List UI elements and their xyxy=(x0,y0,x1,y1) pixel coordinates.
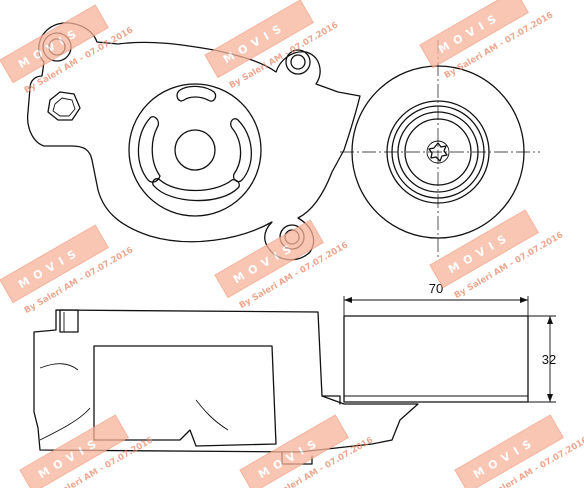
watermark-box xyxy=(214,219,324,299)
mount-hole-top-right-inner xyxy=(290,54,306,70)
watermark-box xyxy=(419,0,529,69)
watermark-box xyxy=(0,224,109,304)
tensioner-side-body xyxy=(33,309,419,453)
inner-break-line-2 xyxy=(39,363,79,371)
shoulder xyxy=(321,395,341,405)
arc-slot-right xyxy=(230,118,253,183)
arrow-bottom xyxy=(547,394,553,402)
pivot-shaft xyxy=(174,129,216,171)
hex-bolt xyxy=(47,91,81,121)
watermark-box xyxy=(0,4,109,84)
arrow-left xyxy=(344,297,352,303)
watermark-box xyxy=(239,414,349,488)
arc-slot-bottom xyxy=(152,178,240,202)
mount-hole-top-right xyxy=(285,49,311,75)
arrow-top xyxy=(547,316,553,324)
pivot-hub-outline xyxy=(128,83,262,217)
arc-slot-top xyxy=(176,85,217,102)
dim-width-label: 70 xyxy=(429,281,443,296)
watermark-box xyxy=(429,209,539,289)
inner-break-line-3 xyxy=(39,407,91,441)
torx-bolt-icon xyxy=(428,142,448,162)
arrow-right xyxy=(520,297,528,303)
tensioner-arm-body xyxy=(26,22,361,261)
top-lug xyxy=(59,309,79,333)
dim-height-label: 32 xyxy=(542,352,556,367)
hex-bolt-inner xyxy=(52,97,76,117)
arc-slot-left xyxy=(137,116,161,183)
pulley-side xyxy=(343,315,529,403)
inner-break-line xyxy=(195,399,229,431)
watermark-box xyxy=(454,414,564,488)
watermark-box xyxy=(19,414,129,488)
watermark-box xyxy=(204,0,314,79)
